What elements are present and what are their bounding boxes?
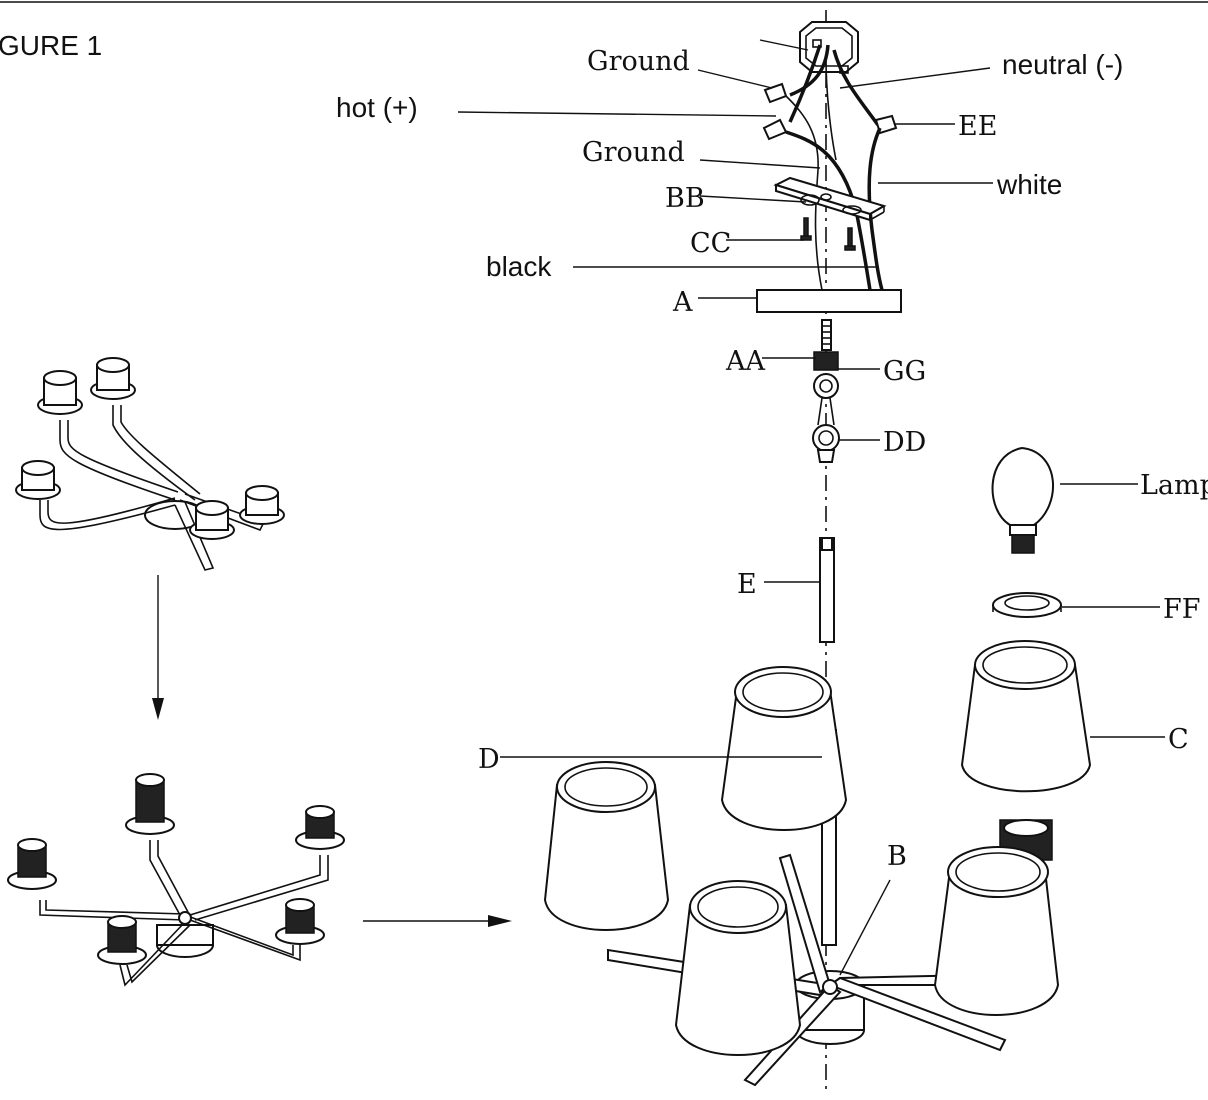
label-hot: hot (+) (336, 92, 418, 123)
socket-b5 (275, 898, 325, 945)
screw-left (800, 217, 812, 241)
socket-b4 (97, 915, 147, 965)
label-cc: CC (690, 228, 731, 259)
shade-ring (992, 592, 1062, 618)
shade-separate (960, 640, 1092, 793)
label-ground-mid: Ground (582, 137, 685, 168)
label-ff: FF (1163, 594, 1200, 625)
label-dd: DD (883, 427, 926, 458)
mounting-bracket (773, 176, 887, 222)
canopy (756, 289, 902, 313)
socket-5 (239, 485, 285, 525)
supply-wires (788, 44, 880, 161)
label-d: D (478, 744, 500, 775)
rod-upper (819, 537, 835, 643)
label-white: white (996, 169, 1062, 200)
socket-b1 (125, 773, 175, 835)
wire-nut-hot (762, 118, 788, 141)
arrow-down (152, 575, 164, 720)
label-ee: EE (958, 111, 997, 142)
lamp-bulb (991, 446, 1054, 554)
socket-b2 (7, 838, 57, 890)
label-c: C (1168, 724, 1189, 755)
socket-1 (37, 370, 83, 415)
hanging-hardware (812, 319, 840, 463)
screw-right (844, 227, 856, 251)
frame-bottom-view (7, 773, 345, 987)
frame-top-view (15, 357, 285, 571)
label-gg: GG (883, 356, 926, 387)
socket-3 (15, 460, 61, 500)
label-a: A (672, 287, 693, 318)
label-lamp: Lamp (1140, 470, 1208, 501)
label-black: black (486, 251, 552, 282)
label-neutral: neutral (-) (1002, 49, 1123, 80)
socket-b3 (295, 805, 345, 850)
arrow-right (363, 915, 512, 927)
assembled-chandelier (543, 666, 1060, 1087)
label-b: B (887, 841, 907, 872)
socket-4 (189, 500, 235, 540)
leader-lines (457, 39, 1165, 976)
label-e: E (737, 569, 757, 600)
label-ground-top: Ground (587, 46, 690, 77)
figure-title: GURE 1 (0, 30, 102, 61)
label-bb: BB (665, 183, 705, 214)
label-aa: AA (725, 346, 765, 377)
socket-2 (90, 357, 136, 400)
